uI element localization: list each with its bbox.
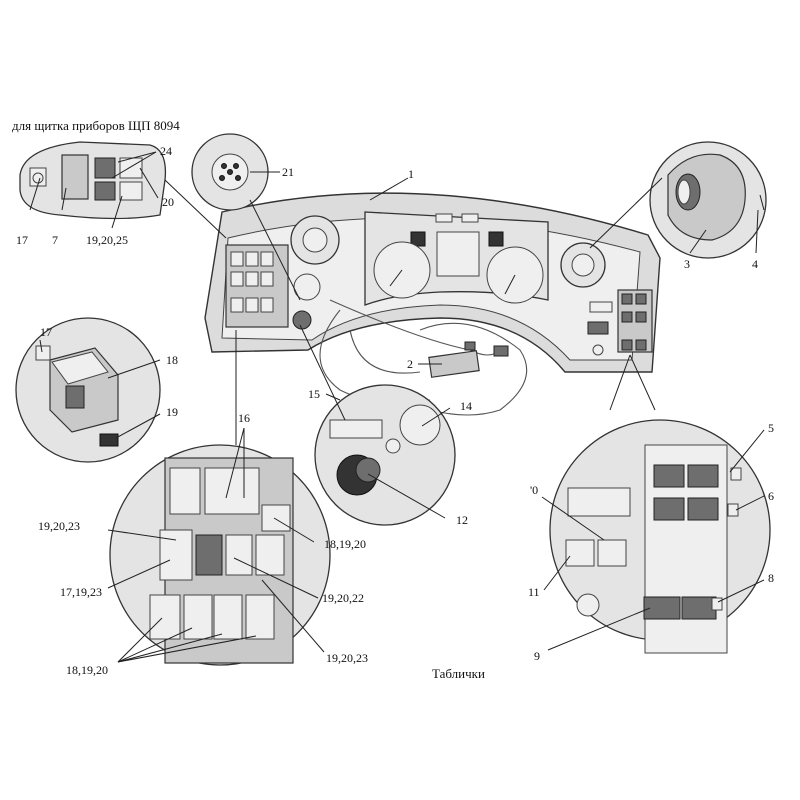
lamp-block-left bbox=[410, 231, 426, 247]
callout-6: 6 bbox=[768, 489, 774, 503]
callout-10: '0 bbox=[530, 483, 538, 497]
connector-detail bbox=[191, 133, 301, 301]
callout-17-top: 17 bbox=[16, 233, 28, 247]
callout-15: 15 bbox=[308, 387, 320, 401]
detail-top-left bbox=[19, 141, 227, 239]
left-switch-panel-detail bbox=[109, 330, 331, 666]
diagram-caption: для щитка приборов ЩП 8094 bbox=[12, 118, 180, 133]
right-switch-block bbox=[587, 289, 653, 356]
lamp-block-right bbox=[488, 231, 504, 247]
knob-detail bbox=[589, 141, 767, 259]
callout-labels: 1 2 3 4 5 6 8 9 '0 11 12 14 15 16 17 17 … bbox=[16, 144, 774, 677]
display-screen bbox=[436, 231, 480, 277]
callout-19-20-23-left: 19,20,23 bbox=[38, 519, 80, 533]
callout-19: 19 bbox=[166, 405, 178, 419]
left-switch-block bbox=[225, 244, 289, 328]
callout-18-19-20-right: 18,19,20 bbox=[324, 537, 366, 551]
instrument-panel bbox=[204, 192, 661, 373]
callout-1: 1 bbox=[408, 167, 414, 181]
callout-2: 2 bbox=[407, 357, 413, 371]
callout-3: 3 bbox=[684, 257, 690, 271]
callout-9: 9 bbox=[534, 649, 540, 663]
callout-18-19-20-bottom: 18,19,20 bbox=[66, 663, 108, 677]
callout-14: 14 bbox=[460, 399, 472, 413]
callout-20: 20 bbox=[162, 195, 174, 209]
callout-17-switch: 17 bbox=[40, 325, 52, 339]
plates-caption: Таблички bbox=[432, 666, 485, 681]
right-switch-panel-detail bbox=[549, 354, 771, 654]
callout-7-right: 8 bbox=[768, 571, 774, 585]
callout-7-top: 7 bbox=[52, 233, 58, 247]
callout-21: 21 bbox=[282, 165, 294, 179]
switch-detail bbox=[15, 317, 161, 463]
callout-16: 16 bbox=[238, 411, 250, 425]
callout-19-20-25: 19,20,25 bbox=[86, 233, 128, 247]
rotary-switch-detail bbox=[299, 324, 456, 526]
callout-19-20-23-bottom: 19,20,23 bbox=[326, 651, 368, 665]
callout-11: 11 bbox=[528, 585, 540, 599]
wiring-harness bbox=[319, 299, 528, 416]
callout-19-20-22: 19,20,22 bbox=[322, 591, 364, 605]
callout-4: 4 bbox=[752, 257, 758, 271]
leader-lines bbox=[29, 151, 765, 663]
callout-12: 12 bbox=[456, 513, 468, 527]
callout-17-19-23: 17,19,23 bbox=[60, 585, 102, 599]
ignition-switch bbox=[292, 310, 312, 330]
callout-18: 18 bbox=[166, 353, 178, 367]
callout-24: 24 bbox=[160, 144, 172, 158]
electronic-module bbox=[428, 350, 480, 378]
callout-5: 5 bbox=[768, 421, 774, 435]
